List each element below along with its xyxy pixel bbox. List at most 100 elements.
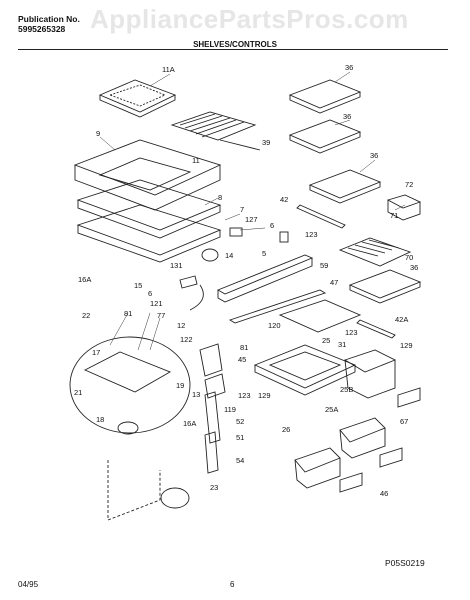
label-9: 9 <box>96 129 100 138</box>
publication-block: Publication No. 5995265328 <box>18 14 80 34</box>
label-26: 26 <box>282 425 290 434</box>
label-81: 81 <box>124 309 132 318</box>
label-12: 12 <box>177 321 185 330</box>
label-72: 72 <box>405 180 413 189</box>
drawer-67-drawing <box>397 387 421 408</box>
label-39: 39 <box>262 138 270 147</box>
label-51: 51 <box>236 433 244 442</box>
footer-page: 6 <box>230 580 235 589</box>
label-11: 11 <box>192 156 200 165</box>
label-77: 77 <box>157 311 165 320</box>
label-15: 15 <box>134 281 142 290</box>
duct-122-drawing <box>199 343 223 377</box>
label-7: 7 <box>240 205 244 214</box>
label-36-3: 36 <box>370 151 378 160</box>
label-129b: 129 <box>258 391 271 400</box>
label-71: 71 <box>390 211 398 220</box>
label-11A: 11A <box>162 65 175 74</box>
label-36-1: 36 <box>345 63 353 72</box>
part-labels: 11A 36 36 36 9 11 39 72 42 71 8 7 127 6 … <box>74 63 418 498</box>
label-45: 45 <box>238 355 246 364</box>
part-6-drawing <box>279 231 289 243</box>
label-52: 52 <box>236 417 244 426</box>
tube-121-drawing <box>189 284 204 311</box>
header-rule <box>18 49 448 50</box>
label-47: 47 <box>330 278 338 287</box>
label-120: 120 <box>268 321 281 330</box>
label-21: 21 <box>74 388 82 397</box>
wire-shelf-11-drawing <box>170 111 261 151</box>
channel-120-drawing <box>228 289 327 324</box>
label-119: 119 <box>224 405 236 414</box>
section-title: SHELVES/CONTROLS <box>193 40 277 49</box>
front-46a-drawing <box>379 447 403 468</box>
watermark: AppliancePartsPros.com <box>90 4 409 34</box>
label-23: 23 <box>210 483 218 492</box>
crisper-drawer-31-drawing <box>343 349 397 399</box>
damper-13-drawing <box>204 373 226 399</box>
label-36-4: 36 <box>410 263 418 272</box>
front-46b-drawing <box>339 472 363 493</box>
drawer-26b-drawing <box>294 447 341 489</box>
leader-lines <box>99 71 406 351</box>
shelf-36a-drawing <box>288 79 362 114</box>
drawer-26a-drawing <box>339 417 386 459</box>
cover-9-drawing <box>73 139 222 211</box>
label-14: 14 <box>225 251 233 260</box>
publication-label: Publication No. <box>18 14 80 24</box>
label-129: 129 <box>400 341 413 350</box>
publication-number: 5995265328 <box>18 24 66 34</box>
part-6b-drawing <box>179 275 198 289</box>
label-25B: 25B <box>340 385 353 394</box>
label-54: 54 <box>236 456 244 465</box>
label-42: 42 <box>280 195 288 204</box>
label-81b: 81 <box>240 343 248 352</box>
rack-70-drawing <box>338 237 412 267</box>
label-67: 67 <box>400 417 408 426</box>
label-5: 5 <box>262 249 266 258</box>
label-16A-b: 16A <box>183 419 196 428</box>
rail-42-drawing <box>296 204 346 229</box>
label-17: 17 <box>92 348 100 357</box>
part-14-drawing <box>201 248 219 262</box>
frame-8-drawing <box>76 179 222 239</box>
label-122: 122 <box>180 335 193 344</box>
label-22: 22 <box>82 311 90 320</box>
label-25A: 25A <box>325 405 338 414</box>
label-121: 121 <box>150 299 163 308</box>
label-18: 18 <box>96 415 104 424</box>
part-23-drawing <box>160 487 190 509</box>
cabinet-outline <box>107 460 161 521</box>
label-70: 70 <box>405 253 413 262</box>
label-131: 131 <box>170 261 183 270</box>
ice-tray-drawing <box>98 79 177 118</box>
label-123c: 123 <box>238 391 251 400</box>
label-123: 123 <box>305 230 318 239</box>
crisper-frame-25-drawing <box>253 344 357 396</box>
label-31: 31 <box>338 340 346 349</box>
label-6b: 6 <box>148 289 152 298</box>
rail-42a-drawing <box>356 319 396 339</box>
label-19: 19 <box>176 381 184 390</box>
channel-5-drawing <box>216 254 314 303</box>
knob-18-drawing <box>117 421 139 435</box>
label-8: 8 <box>218 193 222 202</box>
duct-51-drawing <box>204 391 221 444</box>
duct-54-drawing <box>204 431 219 474</box>
label-25: 25 <box>322 336 330 345</box>
label-16A: 16A <box>78 275 91 284</box>
control-housing-drawing <box>83 351 172 393</box>
bin-72-drawing <box>386 194 422 221</box>
footer-date: 04/95 <box>18 580 39 589</box>
control-detail-circle <box>69 336 191 434</box>
shelf-36b-drawing <box>288 119 362 154</box>
shelf-36d-drawing <box>348 269 422 304</box>
label-46: 46 <box>380 489 388 498</box>
label-123b: 123 <box>345 328 358 337</box>
label-59: 59 <box>320 261 328 270</box>
figure-code: P05S0219 <box>385 558 425 568</box>
label-6: 6 <box>270 221 274 230</box>
label-36-2: 36 <box>343 112 351 121</box>
label-127: 127 <box>245 215 258 224</box>
